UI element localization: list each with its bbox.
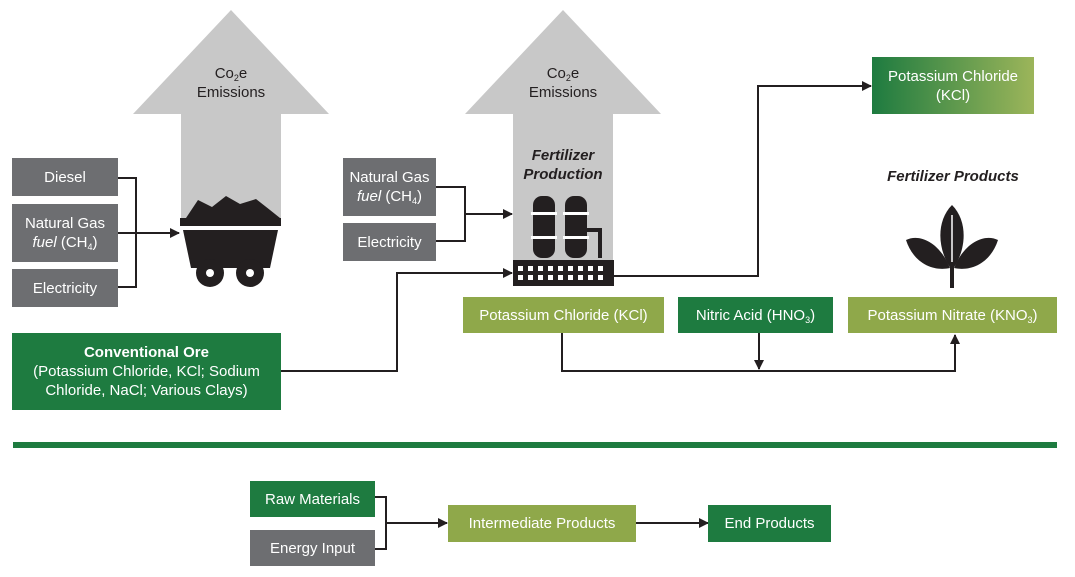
ore-to-plant-connector	[281, 268, 513, 372]
emissions-label-right: Co2e Emissions	[528, 65, 598, 101]
factory-icon	[513, 196, 614, 286]
diesel-box: Diesel	[12, 158, 118, 196]
electricity-box-plant: Electricity	[343, 223, 436, 261]
fertilizer-products-label: Fertilizer Products	[887, 168, 1019, 185]
fertilizer-production-label: Fertilizer Production	[523, 147, 603, 183]
conventional-ore-box: Conventional Ore (Potassium Chloride, KC…	[12, 333, 281, 410]
mine-cart-icon	[180, 196, 281, 287]
potassium-chloride-end-box: Potassium Chloride (KCl)	[872, 57, 1034, 114]
nitric-acid-box: Nitric Acid (HNO3)	[678, 297, 833, 333]
legend-raw-materials: Raw Materials	[250, 481, 375, 517]
natural-gas-box-mining: Natural Gas fuel (CH4)	[12, 204, 118, 262]
mining-inputs-connector	[118, 177, 180, 288]
legend-connector	[375, 496, 709, 550]
plant-inputs-connector	[436, 186, 513, 242]
potassium-nitrate-box: Potassium Nitrate (KNO3)	[848, 297, 1057, 333]
plant-leaves-icon	[906, 205, 998, 288]
emissions-label-left: Co2e Emissions	[196, 65, 266, 101]
plant-to-kcl-connector	[614, 81, 872, 277]
electricity-box-mining: Electricity	[12, 269, 118, 307]
legend-energy-input: Energy Input	[250, 530, 375, 566]
potassium-chloride-intermediate-box: Potassium Chloride (KCl)	[463, 297, 664, 333]
legend-intermediate-products: Intermediate Products	[448, 505, 636, 542]
natural-gas-box-plant: Natural Gas fuel (CH4)	[343, 158, 436, 216]
emissions-arrow-right	[465, 10, 661, 262]
emissions-arrow-left	[133, 10, 329, 225]
legend-end-products: End Products	[708, 505, 831, 542]
intermediates-connector	[561, 333, 960, 372]
section-divider	[13, 442, 1057, 448]
